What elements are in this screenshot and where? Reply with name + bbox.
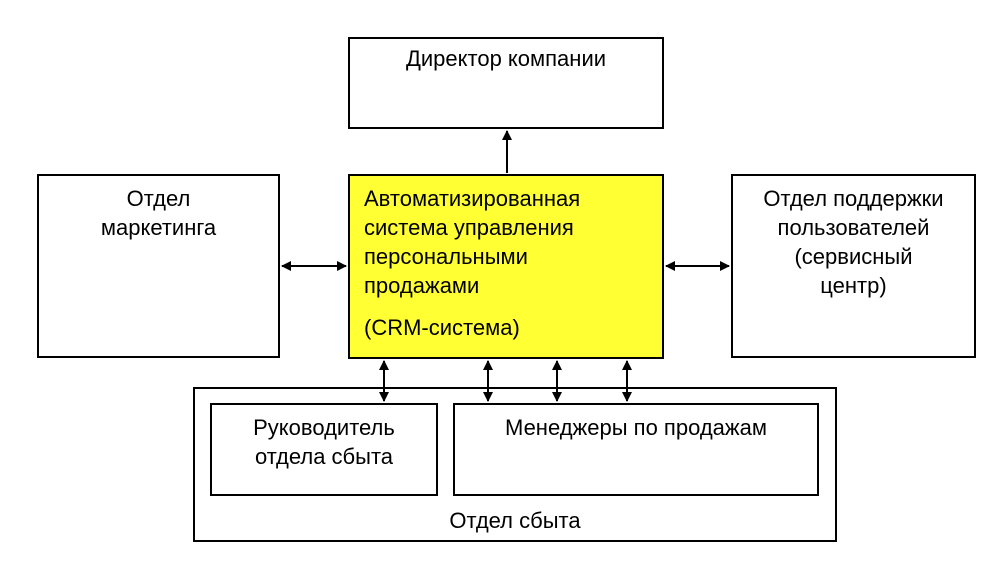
sales-head-box [210,403,438,496]
sales-managers-label: Менеджеры по продажам [505,415,767,440]
crm-system-label: Автоматизированная система управления пе… [364,186,581,298]
support-dept-label: Отдел поддержки пользователей (сервисный… [763,186,944,298]
sales-head-label: Руководитель отдела сбыта [253,415,395,469]
marketing-label: Отдел маркетинга [100,186,217,240]
director-label: Директор компании [405,46,607,71]
crm-system-abbr: (CRM-система) [364,315,520,340]
marketing-box [37,174,280,358]
sales-dept-label: Отдел сбыта [449,508,581,533]
sales-managers-box [453,403,819,496]
support-dept-box [731,174,976,358]
director-box [348,37,664,129]
crm-system-box [348,174,664,359]
